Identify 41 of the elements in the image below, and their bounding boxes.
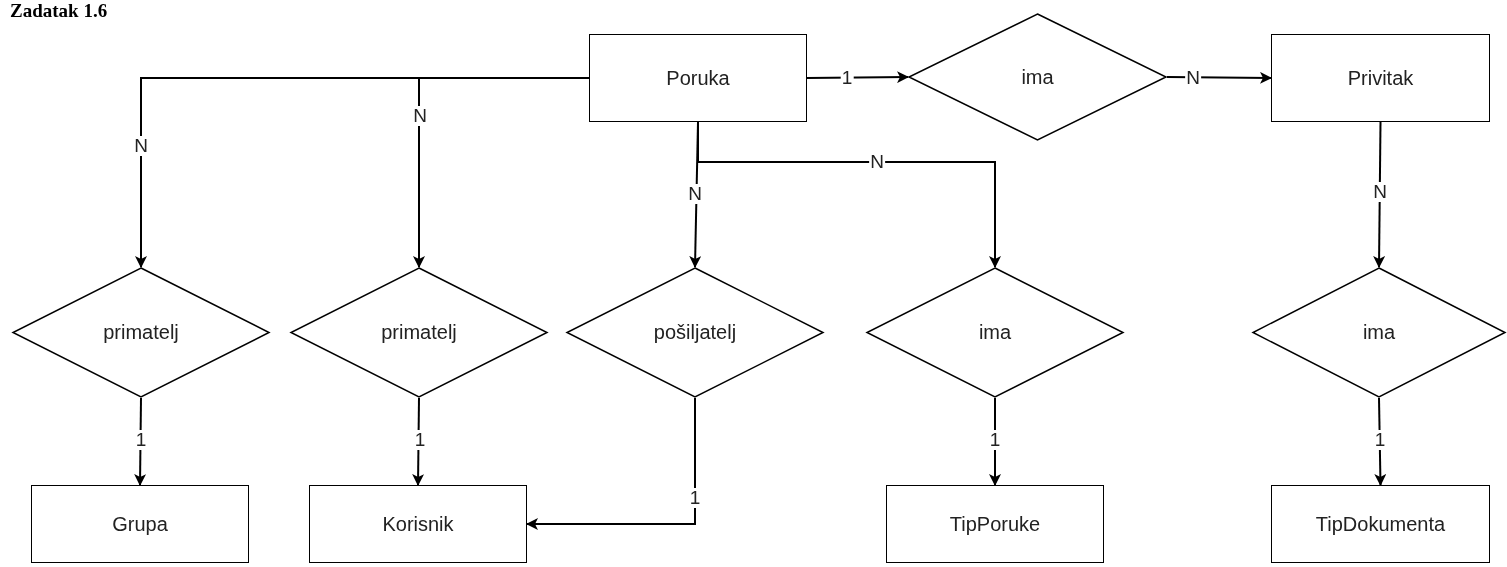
cardinality-label: N bbox=[687, 184, 703, 204]
relationship-diamond bbox=[908, 13, 1167, 141]
diagram-title: Zadatak 1.6 bbox=[10, 0, 108, 22]
entity-box bbox=[589, 34, 807, 122]
cardinality-label: N bbox=[412, 106, 428, 126]
entity-name: Poruka bbox=[666, 66, 730, 90]
relationship-diamond bbox=[566, 267, 824, 398]
cardinality-label: N bbox=[1372, 182, 1388, 202]
entity-name: ima bbox=[978, 321, 1012, 344]
cardinality-label: 1 bbox=[688, 488, 702, 508]
cardinality-label: 1 bbox=[988, 430, 1002, 450]
cardinality-label: 1 bbox=[134, 430, 148, 450]
entity-name: ima bbox=[1021, 65, 1054, 89]
entity-name: Grupa bbox=[112, 512, 168, 536]
connector-arrow bbox=[1166, 71, 1272, 84]
relationship-diamond bbox=[866, 267, 1124, 398]
connector-arrow bbox=[1373, 121, 1386, 268]
relationship-diamond bbox=[290, 267, 548, 398]
relationship-diamond bbox=[12, 267, 270, 398]
entity-name: TipDokumenta bbox=[1315, 512, 1446, 536]
entity-box bbox=[309, 485, 527, 563]
connector-arrow bbox=[413, 77, 590, 268]
cardinality-label: N bbox=[133, 136, 149, 156]
entity-name: primatelj bbox=[103, 321, 179, 344]
entity-box bbox=[31, 485, 249, 563]
cardinality-label: 1 bbox=[1373, 430, 1387, 450]
cardinality-label: 1 bbox=[413, 430, 427, 450]
entity-name: Korisnik bbox=[382, 512, 454, 536]
connector-arrow bbox=[526, 397, 696, 530]
entity-name: ima bbox=[1362, 321, 1396, 344]
connector-arrow bbox=[697, 121, 1001, 268]
relationship-diamond bbox=[1252, 267, 1506, 398]
entity-box bbox=[886, 485, 1104, 563]
entity-box bbox=[1271, 34, 1490, 122]
entity-box bbox=[1271, 485, 1490, 563]
entity-name: TipPoruke bbox=[949, 512, 1041, 536]
connector-arrow bbox=[412, 397, 425, 486]
connector-arrow bbox=[806, 71, 909, 84]
entity-name: Privitak bbox=[1347, 66, 1414, 90]
entity-name: pošiljatelj bbox=[653, 321, 737, 344]
entity-name: primatelj bbox=[381, 321, 457, 344]
